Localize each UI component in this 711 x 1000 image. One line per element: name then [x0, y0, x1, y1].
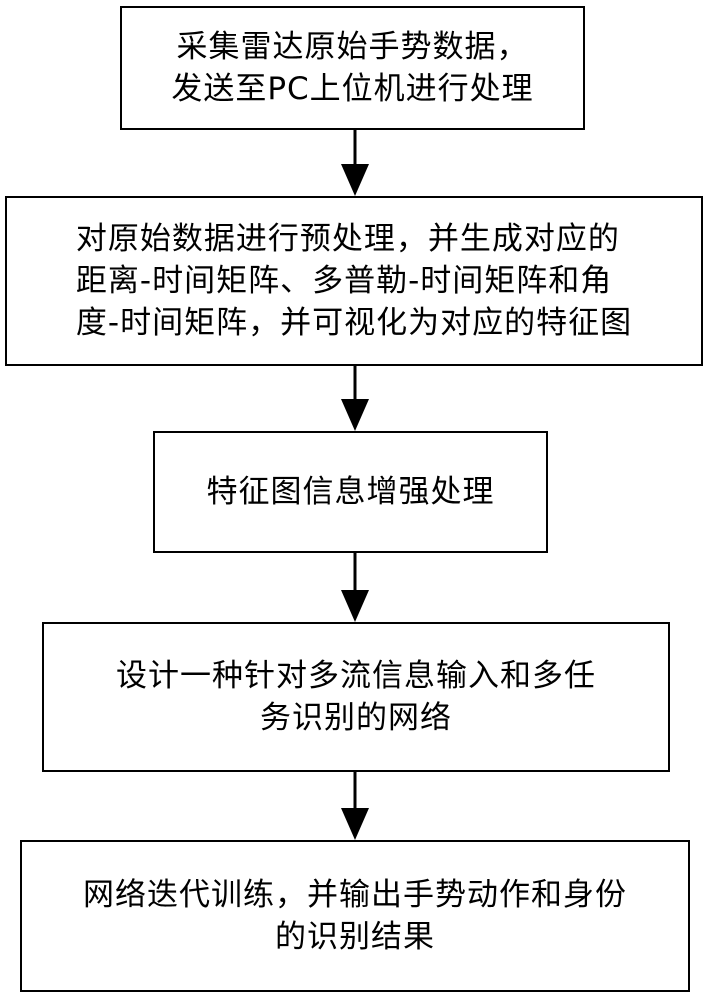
step-text-line: 务识别的网络	[260, 700, 452, 736]
step-text-line: 特征图信息增强处理	[206, 474, 495, 510]
step-text-line: 采集雷达原始手势数据，	[176, 29, 529, 65]
step-text-line: 设计一种针对多流信息输入和多任	[116, 658, 596, 694]
flow-arrow-1	[341, 130, 369, 196]
step-text-line: 度-时间矩阵，并可视化为对应的特征图	[75, 305, 633, 341]
flow-step-2-preprocess: 对原始数据进行预处理，并生成对应的 距离-时间矩阵、多普勒-时间矩阵和角 度-时…	[5, 196, 703, 366]
flow-arrow-2	[341, 366, 369, 431]
flow-step-3-feature-enhancement: 特征图信息增强处理	[153, 431, 548, 553]
flow-arrow-4	[341, 772, 369, 840]
flow-step-5-train-and-output: 网络迭代训练，并输出手势动作和身份 的识别结果	[20, 840, 690, 992]
step-text-line: 的识别结果	[275, 919, 435, 955]
flow-step-1-collect-radar-data: 采集雷达原始手势数据， 发送至PC上位机进行处理	[120, 6, 585, 130]
step-text-line: 对原始数据进行预处理，并生成对应的	[75, 221, 620, 257]
step-text-line: 网络迭代训练，并输出手势动作和身份	[83, 877, 627, 913]
step-text-line: 距离-时间矩阵、多普勒-时间矩阵和角	[75, 263, 613, 299]
flow-arrow-3	[341, 553, 369, 622]
step-text-line: 发送至PC上位机进行处理	[171, 71, 534, 107]
flow-step-4-design-network: 设计一种针对多流信息输入和多任 务识别的网络	[42, 622, 670, 772]
